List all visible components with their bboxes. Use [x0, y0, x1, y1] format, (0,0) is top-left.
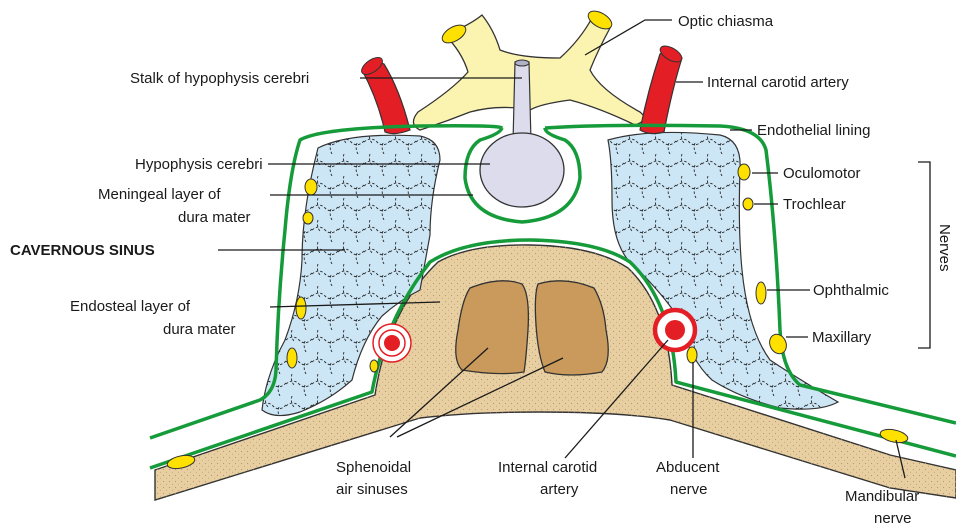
maxillary-nerve — [767, 332, 790, 357]
label-internal-carotid-artery: Internal carotid artery — [707, 74, 849, 91]
label-endothelial-lining: Endothelial lining — [757, 122, 870, 139]
label-sphenoidal-1: Sphenoidal — [336, 459, 411, 476]
oculomotor-nerve-left — [305, 179, 317, 195]
label-endosteal-layer-2: dura mater — [163, 321, 236, 338]
internal-carotid-artery-sinus-left — [373, 324, 411, 362]
ophthalmic-nerve-left — [296, 297, 306, 319]
sphenoidal-air-sinus-left — [456, 281, 529, 374]
label-internal-carotid-bottom-1: Internal carotid — [498, 459, 597, 476]
label-abducent-1: Abducent — [656, 459, 720, 476]
abducent-nerve — [687, 347, 697, 363]
label-stalk-of-hypophysis: Stalk of hypophysis cerebri — [130, 70, 309, 87]
label-mandibular-1: Mandibular — [845, 488, 919, 505]
ophthalmic-nerve — [756, 282, 766, 304]
label-internal-carotid-bottom-2: artery — [540, 481, 579, 498]
label-meningeal-layer-1: Meningeal layer of — [98, 186, 221, 203]
label-nerves: Nerves — [936, 224, 953, 272]
sphenoidal-air-sinus-right — [535, 281, 608, 375]
maxillary-nerve-left — [287, 348, 297, 368]
label-endosteal-layer-1: Endosteal layer of — [70, 298, 191, 315]
oculomotor-nerve — [738, 164, 750, 180]
label-hypophysis-cerebri: Hypophysis cerebri — [135, 156, 263, 173]
label-cavernous-sinus: CAVERNOUS SINUS — [10, 242, 155, 259]
label-ophthalmic: Ophthalmic — [813, 282, 889, 299]
label-meningeal-layer-2: dura mater — [178, 209, 251, 226]
trochlear-nerve — [743, 198, 753, 210]
label-sphenoidal-2: air sinuses — [336, 481, 408, 498]
label-maxillary: Maxillary — [812, 329, 872, 346]
internal-carotid-artery-sinus-right — [655, 310, 695, 350]
label-trochlear: Trochlear — [783, 196, 846, 213]
mandibular-nerve — [879, 427, 909, 445]
trochlear-nerve-left — [303, 212, 313, 224]
abducent-nerve-left — [370, 360, 378, 372]
label-oculomotor: Oculomotor — [783, 165, 861, 182]
label-mandibular-2: nerve — [874, 510, 912, 527]
label-abducent-2: nerve — [670, 481, 708, 498]
label-optic-chiasma: Optic chiasma — [678, 13, 774, 30]
